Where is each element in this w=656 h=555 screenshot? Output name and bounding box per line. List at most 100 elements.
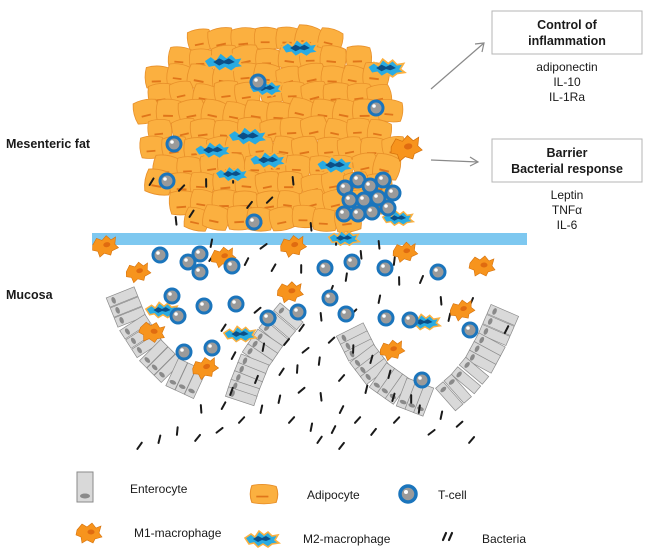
bacterium	[237, 416, 246, 424]
tcell	[337, 305, 355, 323]
adipocyte	[315, 25, 346, 55]
adipocyte	[280, 80, 307, 105]
adipocyte	[175, 96, 209, 128]
legend-tcell-icon	[398, 484, 418, 504]
tcell	[335, 205, 353, 223]
tcell	[191, 245, 209, 263]
bacterium	[369, 354, 374, 364]
adipocyte	[345, 44, 373, 70]
legend-adipocyte-label: Adipocyte	[307, 488, 360, 502]
adipocyte	[285, 95, 318, 126]
tcell	[289, 303, 307, 321]
bacterium	[319, 312, 323, 322]
bacterium	[392, 416, 401, 424]
adipocyte	[198, 152, 227, 179]
adipocyte	[275, 188, 304, 215]
adipocyte	[253, 168, 284, 198]
m1-macrophage	[390, 240, 420, 264]
adipocyte	[320, 186, 352, 217]
tcell	[369, 189, 387, 207]
tcell	[413, 371, 431, 389]
tcell	[191, 263, 209, 281]
bacterium	[277, 394, 282, 404]
adipocyte	[279, 116, 307, 142]
bacterium	[338, 374, 346, 382]
bacterium	[319, 392, 323, 402]
bacterium	[283, 337, 290, 346]
adipocyte	[155, 98, 185, 125]
tcell	[341, 191, 359, 209]
m1-macrophage	[277, 232, 309, 260]
adipocyte	[365, 117, 394, 145]
basement-membrane	[92, 233, 527, 245]
legend-enterocyte-label: Enterocyte	[130, 482, 188, 496]
tcell	[461, 321, 479, 339]
bacterium	[265, 196, 274, 204]
adipocyte	[198, 97, 231, 128]
legend-m1-macrophage-label: M1-macrophage	[134, 526, 222, 540]
adipocyte	[144, 65, 172, 90]
enterocyte	[146, 346, 176, 376]
adipocyte	[185, 26, 215, 55]
legend-m2-macrophage-icon	[244, 530, 280, 548]
bacterium	[220, 323, 227, 332]
tcell	[376, 259, 394, 277]
enterocyte	[113, 306, 147, 328]
adipocyte	[351, 98, 381, 125]
adipocyte	[276, 43, 307, 72]
adipocyte	[376, 98, 405, 124]
bacterium	[229, 386, 234, 396]
region-label-mesenteric-fat: Mesenteric fat	[6, 137, 91, 151]
adipocyte	[345, 116, 372, 142]
bacterium	[391, 392, 396, 402]
legend-tcell-label: T-cell	[438, 488, 467, 502]
tcell	[259, 309, 277, 327]
adipocyte	[298, 78, 332, 110]
bacterium	[199, 404, 203, 414]
tcell	[169, 307, 187, 325]
bacterium	[309, 222, 313, 232]
adipocyte	[322, 116, 352, 145]
adipocyte	[188, 116, 220, 146]
enterocyte	[464, 349, 497, 374]
effect-title: Barrier	[547, 146, 588, 160]
bacterium	[387, 369, 392, 379]
adipocyte	[200, 202, 233, 233]
adipocyte	[167, 189, 198, 217]
bacterium	[157, 434, 162, 444]
enterocyte	[139, 339, 169, 369]
effect-title: Bacterial response	[511, 162, 623, 176]
bacterium	[398, 276, 401, 286]
bacterium	[291, 176, 295, 186]
tcell	[321, 289, 339, 307]
tcell	[165, 135, 183, 153]
bacterium	[288, 416, 296, 424]
adipocyte	[298, 112, 331, 144]
bacterium	[330, 425, 337, 434]
tcell	[245, 213, 263, 231]
adipocyte	[225, 204, 256, 232]
tcell	[401, 311, 419, 329]
enterocyte	[119, 313, 151, 340]
region-label-mucosa: Mucosa	[6, 288, 54, 302]
adipocyte	[212, 78, 242, 106]
bacterium	[246, 200, 253, 209]
bacterium	[309, 422, 314, 432]
bacterium	[254, 374, 259, 384]
effect-title: Control of	[537, 18, 598, 32]
effect-box-barrier	[491, 138, 643, 183]
bacterium	[455, 420, 464, 428]
bacterium	[297, 386, 306, 394]
adipocyte	[361, 60, 392, 89]
adipocyte	[295, 60, 330, 92]
adipocyte	[309, 97, 340, 127]
adipocyte	[184, 61, 218, 93]
tcell	[377, 309, 395, 327]
enterocyte	[443, 373, 472, 404]
legend-m2-macrophage-label: M2-macrophage	[303, 532, 391, 546]
adipocyte	[370, 151, 404, 183]
bacterium	[261, 342, 266, 352]
bacterium	[410, 394, 413, 404]
adipocyte	[350, 150, 381, 179]
